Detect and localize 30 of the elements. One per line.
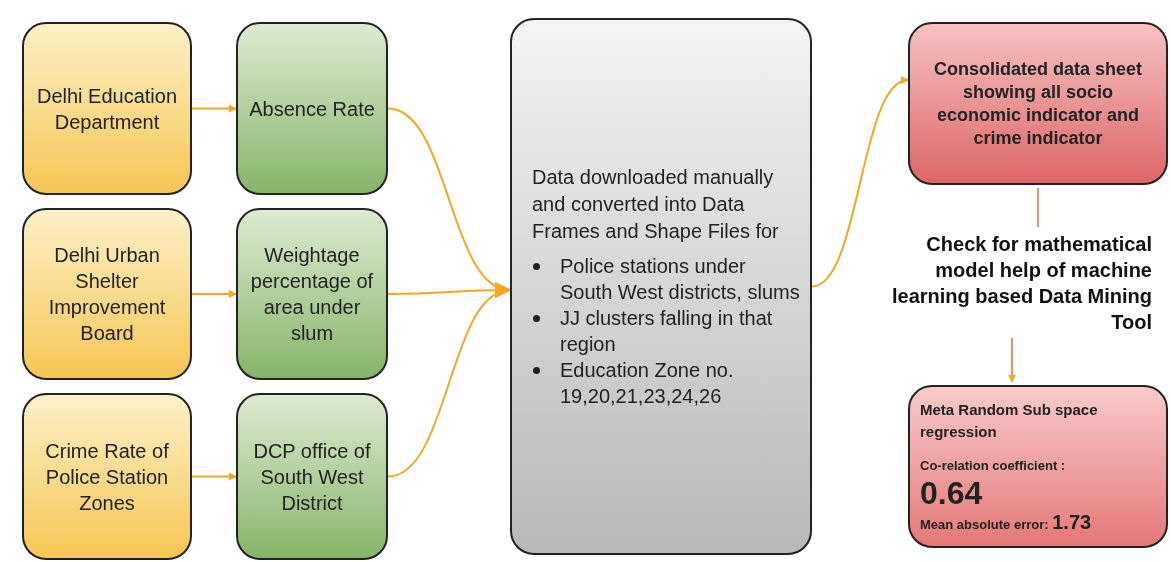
metric-label: Co-relation coefficient : [920, 457, 1067, 475]
description-text: Data downloaded manually and converted into Data Frames and Shape Files for [531, 165, 780, 244]
bullet-item: Education Zone no. 19,20,21,23,24,26 [560, 358, 735, 409]
bullet-item: JJ clusters falling in that region [560, 306, 774, 357]
data-box [236, 393, 388, 560]
data-box [236, 208, 388, 380]
box-text: Weightage percentage of area under slum [249, 243, 375, 346]
arrow [191, 290, 237, 298]
metric-value: 0.64 [920, 475, 984, 511]
arrow [191, 104, 237, 113]
box-text: Consolidated data sheet showing all socio economic indicator and crime indicator [932, 57, 1143, 150]
model-name: Meta Random Sub space regression [920, 400, 1099, 442]
error-text: Mean absolute error: 1.73 [920, 511, 1093, 534]
box-text: Absence Rate [249, 96, 375, 122]
box-text: DCP office of South West District [252, 438, 372, 516]
bullet-item: Police stations under South West districts, slums [560, 254, 800, 305]
arrow [1008, 337, 1016, 383]
step-text: Check for mathematical model help of machine learning based Data Mining Tool [890, 231, 1152, 335]
source-box [22, 208, 192, 380]
data-box [236, 22, 388, 195]
source-box [22, 393, 192, 560]
arrow [191, 472, 237, 481]
box-text: Delhi Education Department [35, 83, 179, 135]
box-text: Crime Rate of Police Station Zones [44, 438, 170, 516]
arrow [811, 78, 909, 288]
box-text: Delhi Urban Shelter Improvement Board [47, 243, 167, 346]
source-box [22, 22, 192, 195]
result-box [908, 22, 1168, 185]
result-card [908, 385, 1168, 548]
process-box [510, 18, 812, 555]
